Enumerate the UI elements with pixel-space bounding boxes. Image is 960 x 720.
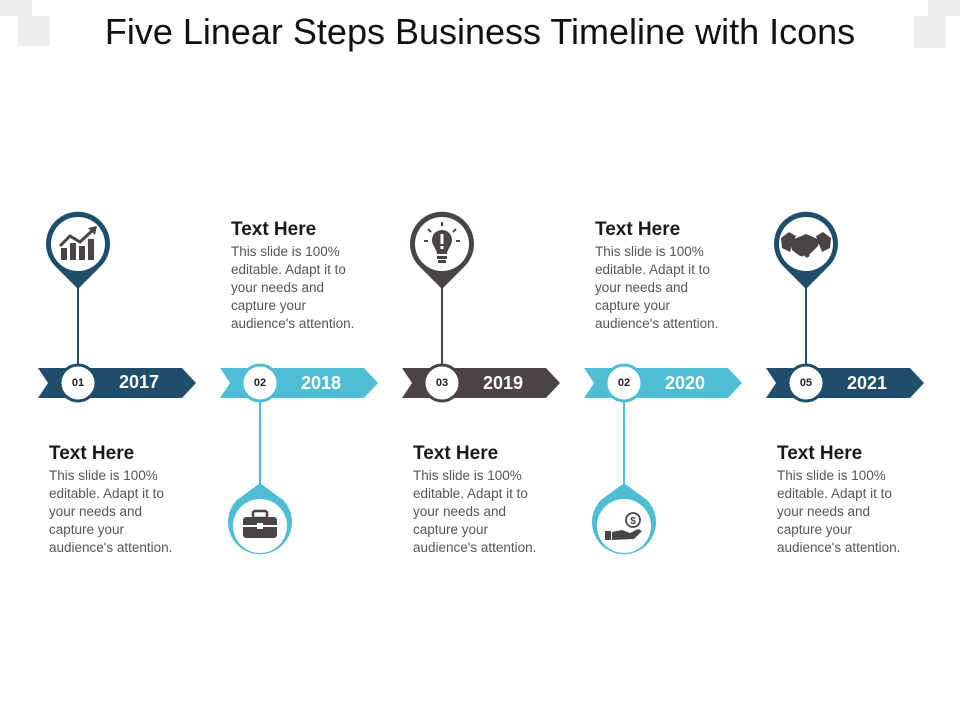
year-label-4: 2020 <box>665 373 706 393</box>
year-label-3: 2019 <box>483 373 524 393</box>
step-number-2: 02 <box>253 377 267 389</box>
corner-decoration-top-right <box>928 0 960 16</box>
step-text-block-3: Text Here This slide is 100% editable. A… <box>413 443 563 557</box>
step-number-3: 03 <box>435 377 449 389</box>
corner-decoration-top-left-square <box>18 16 50 46</box>
step-number-circle-3 <box>422 363 462 403</box>
step-text-block-5: Text Here This slide is 100% editable. A… <box>777 443 927 557</box>
pin-marker-1 <box>46 211 110 289</box>
step-description: This slide is 100% editable. Adapt it to… <box>777 468 901 555</box>
step-number-circle-4 <box>604 363 644 403</box>
step-number-4: 02 <box>617 377 631 389</box>
step-text-block-4: Text Here This slide is 100% editable. A… <box>595 219 745 333</box>
step-number-circle-2 <box>240 363 280 403</box>
svg-text:$: $ <box>630 516 636 527</box>
pin-marker-4 <box>592 483 656 555</box>
step-description: This slide is 100% editable. Adapt it to… <box>413 468 537 555</box>
briefcase-icon <box>243 509 277 538</box>
step-description: This slide is 100% editable. Adapt it to… <box>595 244 719 331</box>
corner-decoration-top-left <box>0 0 32 16</box>
year-label-2: 2018 <box>301 373 342 393</box>
lightbulb-icon <box>424 222 460 263</box>
step-heading: Text Here <box>49 443 135 464</box>
corner-decoration-top-right-square <box>914 16 946 48</box>
step-text-block-2: Text Here This slide is 100% editable. A… <box>231 219 381 333</box>
handshake-icon <box>781 232 831 258</box>
year-label-5: 2021 <box>847 373 888 393</box>
step-description: This slide is 100% editable. Adapt it to… <box>231 244 355 331</box>
growth-chart-icon <box>58 226 97 260</box>
step-text-block-1: Text Here This slide is 100% editable. A… <box>49 443 199 557</box>
year-label-1: 2017 <box>119 372 160 392</box>
step-heading: Text Here <box>777 443 863 464</box>
step-heading: Text Here <box>231 219 317 240</box>
step-description: This slide is 100% editable. Adapt it to… <box>49 468 173 555</box>
step-number-circle-5 <box>786 363 826 403</box>
page-title: Five Linear Steps Business Timeline with… <box>104 11 856 52</box>
step-heading: Text Here <box>413 443 499 464</box>
step-heading: Text Here <box>595 219 681 240</box>
step-number-5: 05 <box>799 377 813 389</box>
step-number-circle-1 <box>58 363 98 403</box>
money-hand-icon: $ <box>605 512 642 540</box>
step-number-1: 01 <box>71 377 85 389</box>
